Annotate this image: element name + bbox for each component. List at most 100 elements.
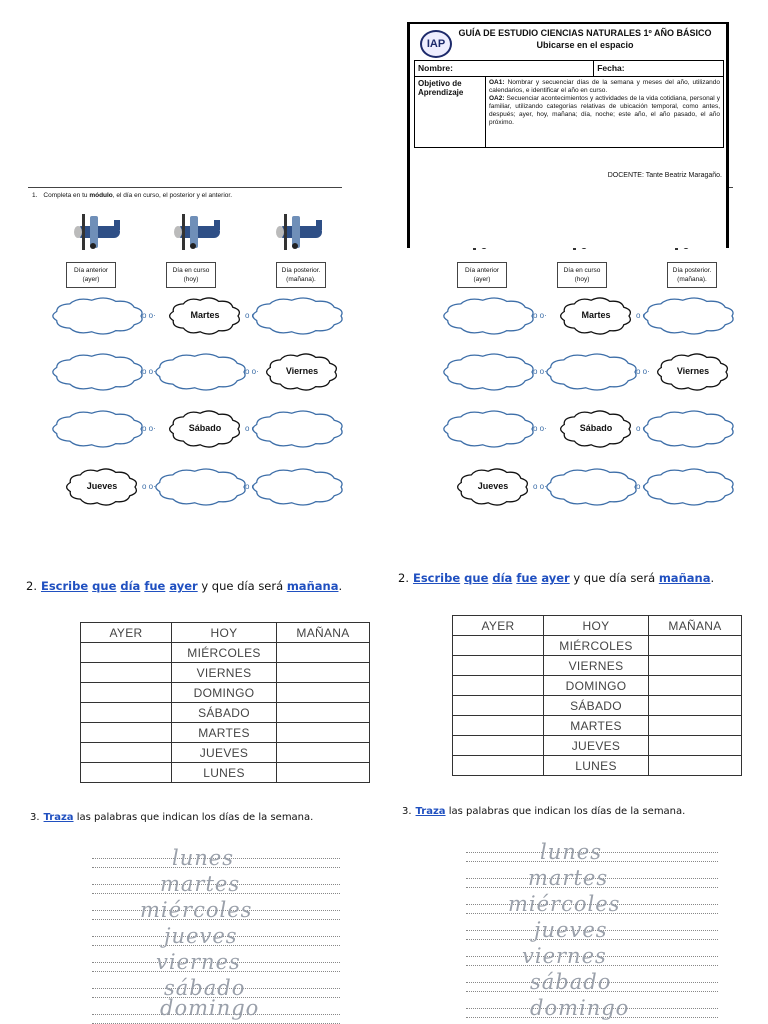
tracing-guideline — [92, 962, 340, 963]
manana-cell[interactable] — [648, 655, 742, 676]
airplane-icon — [276, 214, 322, 250]
tracing-guideline — [466, 887, 718, 888]
trace-word[interactable]: miércoles — [140, 898, 253, 922]
trace-word[interactable]: lunes — [172, 846, 234, 870]
trace-word[interactable]: jueves — [164, 924, 238, 948]
cloud-day-label: Jueves — [477, 481, 509, 491]
ayer-cell[interactable] — [452, 735, 544, 756]
tracing-guideline — [92, 884, 340, 885]
manana-cell[interactable] — [648, 635, 742, 656]
tracing-guideline — [92, 971, 340, 972]
tracing-guideline — [92, 919, 340, 920]
tracing-guideline — [92, 867, 340, 868]
tracing-guideline — [466, 913, 718, 914]
table-row: MIÉRCOLES — [452, 635, 742, 656]
manana-cell[interactable] — [648, 695, 742, 716]
cloud-day-label: Martes — [190, 310, 220, 320]
plane-label-2: Día posterior. (mañana). — [276, 262, 326, 288]
manana-cell[interactable] — [276, 722, 370, 743]
fecha-field[interactable]: Fecha: — [593, 60, 724, 77]
ayer-cell[interactable] — [452, 755, 544, 776]
cloud-blank[interactable] — [443, 410, 535, 448]
tracing-guideline — [466, 956, 718, 957]
cloud-connector: o o· — [636, 311, 650, 320]
section1-rule — [28, 187, 342, 188]
cloud-blank[interactable] — [443, 353, 535, 391]
section3-instruction: 3.Traza las palabras que indican los día… — [30, 812, 314, 823]
manana-cell[interactable] — [648, 735, 742, 756]
cloud-filled — [266, 353, 337, 391]
ayer-cell[interactable] — [452, 695, 544, 716]
cloud-blank[interactable] — [52, 353, 144, 391]
ayer-cell[interactable] — [80, 742, 172, 763]
cloud-day-label: Sábado — [188, 423, 222, 433]
cloud-blank[interactable] — [643, 468, 735, 506]
cloud-blank[interactable] — [643, 410, 735, 448]
table-row: LUNES — [80, 762, 370, 783]
cloud-day-label: Sábado — [579, 423, 613, 433]
ayer-cell[interactable] — [80, 702, 172, 723]
manana-cell[interactable] — [648, 715, 742, 736]
cloud-blank[interactable] — [546, 353, 638, 391]
cloud-filled — [169, 410, 240, 448]
tracing-guideline — [466, 852, 718, 853]
cloud-filled — [560, 297, 631, 335]
cloud-blank[interactable] — [643, 297, 735, 335]
manana-cell[interactable] — [276, 702, 370, 723]
manana-cell[interactable] — [648, 675, 742, 696]
trace-word[interactable]: viernes — [156, 950, 241, 974]
cloud-blank[interactable] — [443, 297, 535, 335]
tracing-guideline — [92, 945, 340, 946]
manana-cell[interactable] — [276, 662, 370, 683]
trace-word[interactable]: domingo — [530, 996, 630, 1020]
tracing-guideline — [466, 1017, 718, 1018]
ayer-cell[interactable] — [80, 762, 172, 783]
trace-word[interactable]: viernes — [522, 944, 607, 968]
manana-cell[interactable] — [276, 762, 370, 783]
table-row: JUEVES — [452, 735, 742, 756]
cloud-blank[interactable] — [252, 410, 344, 448]
trace-word[interactable]: lunes — [540, 840, 602, 864]
tracing-guideline — [466, 982, 718, 983]
trace-word[interactable]: domingo — [160, 996, 260, 1020]
trace-word[interactable]: sábado — [164, 976, 246, 1000]
table-row: VIERNES — [80, 662, 370, 683]
ayer-cell[interactable] — [80, 722, 172, 743]
hoy-cell: MIÉRCOLES — [543, 635, 649, 656]
tracing-guideline — [466, 991, 718, 992]
trace-word[interactable]: martes — [160, 872, 241, 896]
ayer-cell[interactable] — [452, 635, 544, 656]
cloud-connector: o o· — [245, 367, 259, 376]
manana-cell[interactable] — [648, 755, 742, 776]
nombre-field[interactable]: Nombre: — [413, 60, 595, 77]
ayer-cell[interactable] — [80, 662, 172, 683]
table-row: VIERNES — [452, 655, 742, 676]
cloud-blank[interactable] — [252, 297, 344, 335]
manana-cell[interactable] — [276, 682, 370, 703]
tracing-guideline — [92, 1014, 340, 1015]
ayer-cell[interactable] — [80, 642, 172, 663]
manana-cell[interactable] — [276, 742, 370, 763]
trace-word[interactable]: sábado — [530, 970, 612, 994]
cloud-blank[interactable] — [546, 468, 638, 506]
cloud-blank[interactable] — [252, 468, 344, 506]
ayer-cell[interactable] — [452, 675, 544, 696]
cloud-connector: o o· — [142, 424, 156, 433]
cloud-blank[interactable] — [155, 468, 247, 506]
cloud-blank[interactable] — [52, 410, 144, 448]
trace-word[interactable]: jueves — [534, 918, 608, 942]
cloud-blank[interactable] — [155, 353, 247, 391]
guide-subtitle: Ubicarse en el espacio — [536, 40, 634, 50]
trace-word[interactable]: martes — [528, 866, 609, 890]
ayer-cell[interactable] — [452, 715, 544, 736]
cloud-connector: o o· — [533, 424, 547, 433]
hoy-cell: LUNES — [171, 762, 277, 783]
ayer-cell[interactable] — [452, 655, 544, 676]
trace-word[interactable]: miércoles — [508, 892, 621, 916]
days-table-header: MAÑANA — [648, 615, 742, 636]
cloud-blank[interactable] — [52, 297, 144, 335]
ayer-cell[interactable] — [80, 682, 172, 703]
manana-cell[interactable] — [276, 642, 370, 663]
section3-instruction: 3.Traza las palabras que indican los día… — [402, 806, 686, 817]
